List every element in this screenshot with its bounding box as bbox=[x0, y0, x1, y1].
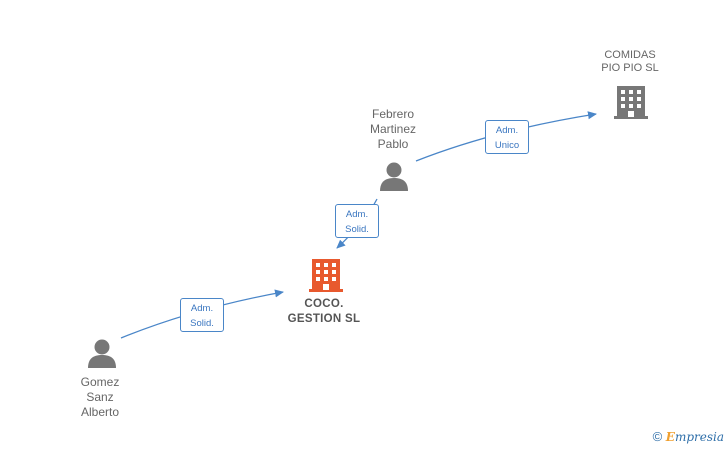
building-icon[interactable] bbox=[614, 84, 648, 120]
edge-label-adm-unico: Adm. Unico bbox=[485, 120, 529, 154]
person-icon[interactable] bbox=[378, 162, 410, 192]
node-label-febrero[interactable]: Febrero Martinez Pablo bbox=[369, 107, 416, 151]
node-label-coco[interactable]: COCO. GESTION SL bbox=[287, 298, 361, 325]
edge-label-adm-solid-gomez: Adm. Solid. bbox=[180, 298, 224, 332]
edge-label-adm-solid-febrero: Adm. Solid. bbox=[335, 204, 379, 238]
building-icon[interactable] bbox=[309, 257, 343, 293]
empresia-logo: Empresia bbox=[665, 430, 724, 444]
person-icon[interactable] bbox=[86, 339, 118, 369]
copyright-footer: © Empresia bbox=[653, 429, 724, 444]
node-label-comidas[interactable]: COMIDAS PIO PIO SL bbox=[601, 49, 659, 74]
node-label-gomez[interactable]: Gomez Sanz Alberto bbox=[80, 375, 120, 419]
copyright-icon: © bbox=[652, 429, 663, 444]
